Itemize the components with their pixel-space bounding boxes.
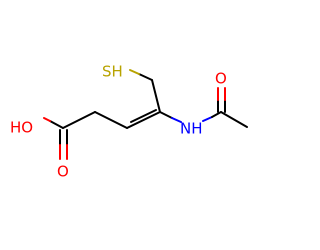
atom-label-thiol: SH	[102, 63, 123, 81]
bond-n-c6-hetero	[202, 116, 213, 122]
bond-c1-c2	[62, 111, 96, 129]
bond-c5-s-hetero	[129, 69, 140, 75]
bond-c1-oh	[49, 120, 64, 129]
atom-label-acid-o: O	[57, 163, 69, 181]
bond-c3-c4	[126, 111, 161, 129]
bond-c4-c5	[151, 79, 161, 113]
bond-c4-n	[159, 111, 173, 119]
bond-c2-c3	[94, 111, 128, 129]
bond-c4-n-hetero	[171, 117, 182, 123]
atom-label-amide-nh: NH	[180, 120, 203, 138]
bond-c5-s	[138, 73, 153, 81]
bond-c1-oh-hetero	[43, 117, 51, 122]
atom-label-acid-oh: HO	[10, 119, 33, 137]
bond-c6-c7	[220, 111, 248, 128]
bond-n-c6	[211, 111, 222, 118]
atom-label-amide-o: O	[215, 70, 227, 88]
molecule-structure: SH HO O NH O	[10, 63, 248, 181]
bond-c3-c4-double	[130, 109, 157, 123]
